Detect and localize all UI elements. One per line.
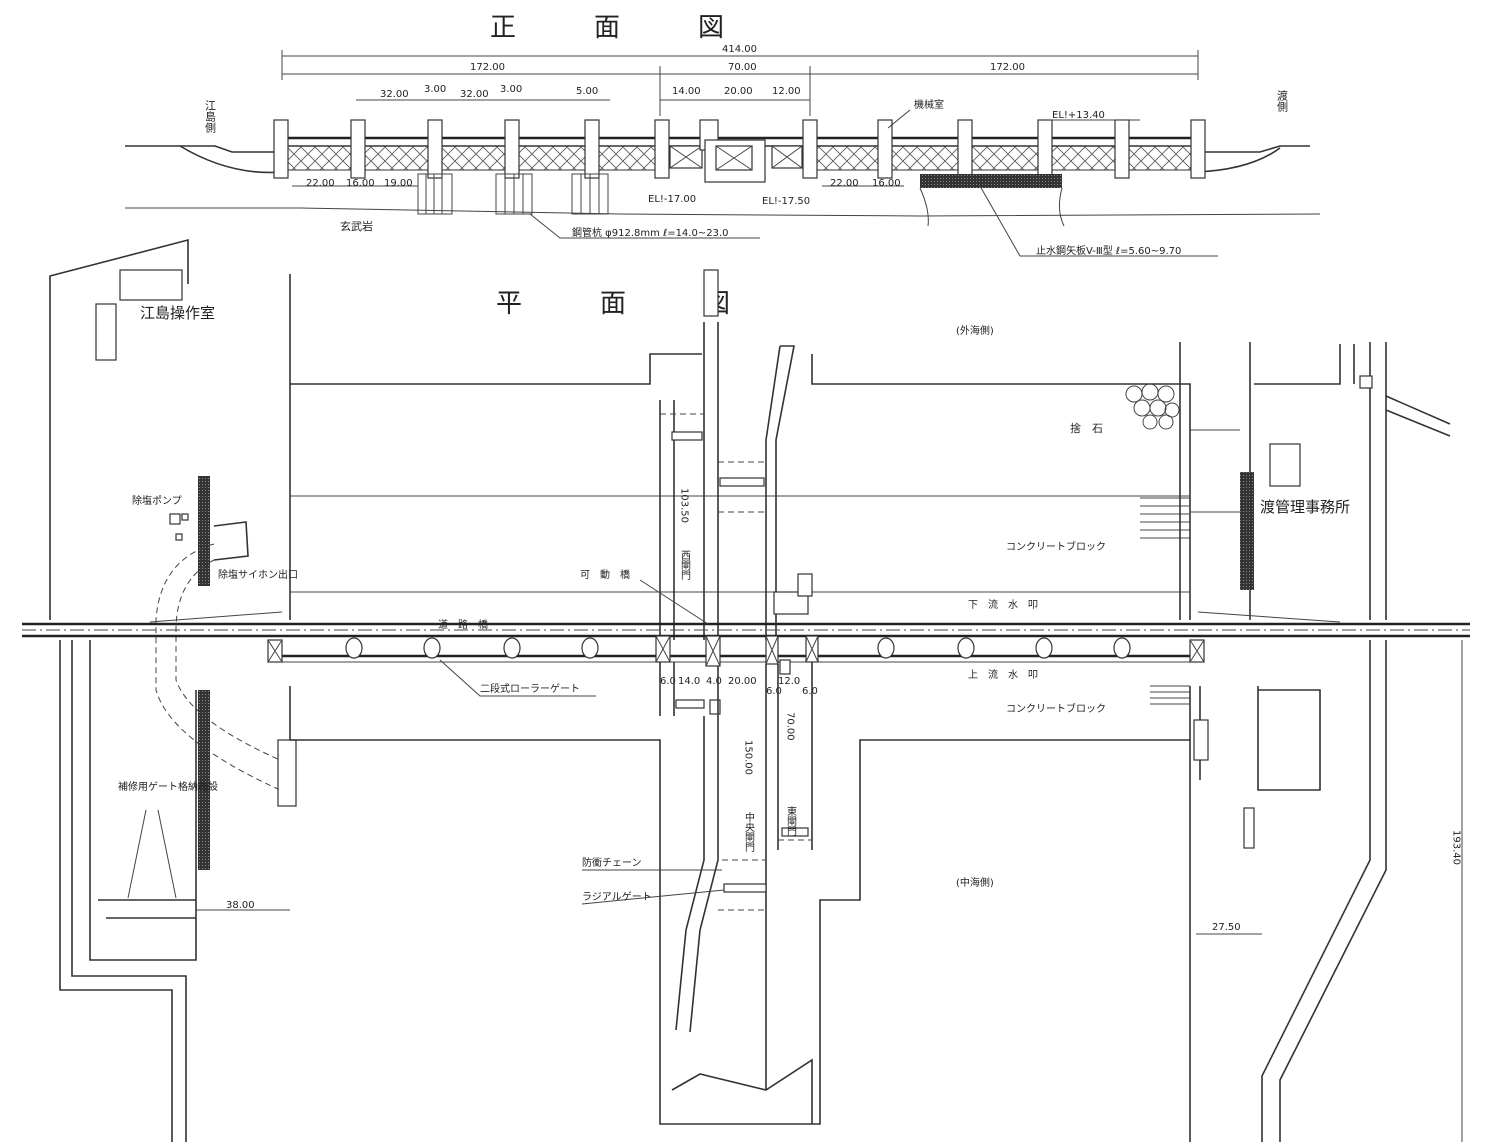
label-inner-sea: (中海側) — [956, 876, 994, 889]
dim-up-4: 3.00 — [500, 84, 522, 95]
label-concrete-block-bottom: コンクリートブロック — [1006, 702, 1106, 715]
label-rock: 玄武岩 — [340, 219, 373, 233]
label-central-lock: 中央閘門 — [743, 811, 755, 853]
label-office: 渡管理事務所 — [1260, 498, 1350, 516]
dim-up-2: 3.00 — [424, 84, 446, 95]
dim-span-right: 172.00 — [990, 62, 1025, 73]
dim-overall: 414.00 — [722, 44, 757, 55]
elevation-title: 正 面 図 — [490, 13, 750, 43]
dim-w7: 6.0 — [802, 686, 818, 697]
label-el-left: EL!-17.00 — [648, 194, 696, 205]
dim-low-5: 16.00 — [872, 178, 901, 189]
label-anti-collision: 防衝チェーン — [582, 856, 642, 869]
dim-w2: 14.0 — [678, 676, 700, 687]
dim-low-3: 19.00 — [384, 178, 413, 189]
label-west-lock-len: 103.50 — [679, 488, 690, 523]
label-right-side: 渡側 — [1276, 89, 1289, 112]
label-downstream: 下 流 水 叩 — [968, 598, 1038, 611]
label-ejima-room: 江島操作室 — [140, 304, 215, 322]
dim-span-mid: 70.00 — [728, 62, 757, 73]
dim-low-1: 22.00 — [306, 178, 335, 189]
label-el-mid: EL!-17.50 — [762, 196, 810, 207]
dim-left: 38.00 — [226, 900, 255, 911]
sheet-pile-band — [920, 174, 1062, 188]
plan-piers — [267, 635, 1205, 667]
label-el-top: EL!+13.40 — [1052, 110, 1105, 121]
left-revetment-top — [198, 476, 210, 586]
dim-span-left: 172.00 — [470, 62, 505, 73]
label-movable-bridge: 可 動 橋 — [580, 568, 630, 581]
label-east-lock: 東閘門 — [785, 805, 797, 837]
elevation-piers — [273, 119, 1206, 179]
dim-w6: 12.0 — [778, 676, 800, 687]
lock-width-dims: 6.0 14.0 4.0 20.00 6.0 12.0 6.0 — [660, 676, 818, 697]
steel-piles — [417, 173, 609, 215]
dim-up-5: 5.00 — [576, 86, 598, 97]
label-radial-gate: ラジアルゲート — [582, 891, 652, 903]
label-pump: 除塩ポンプ — [132, 494, 182, 507]
dim-up-3: 32.00 — [460, 89, 489, 100]
dim-right: 27.50 — [1212, 922, 1241, 933]
label-roller-gate: 二段式ローラーゲート — [480, 682, 580, 695]
label-central-lock-len: 150.00 — [743, 740, 754, 775]
label-west-lock: 西閘門 — [679, 550, 691, 581]
label-siphon: 除塩サイホン出口 — [218, 568, 298, 581]
label-sheet-pile-note: 止水鋼矢板V-Ⅲ型 ℓ=5.60~9.70 — [1036, 244, 1181, 257]
plan-title: 平 面 図 — [496, 289, 756, 319]
label-pile-note: 鋼管杭 φ912.8mm ℓ=14.0~23.0 — [572, 226, 728, 239]
label-concrete-block-top: コンクリートブロック — [1006, 540, 1106, 553]
label-left-side: 江島側 — [204, 100, 217, 133]
dim-w1: 6.0 — [660, 676, 676, 687]
dim-w4: 20.00 — [728, 676, 757, 687]
dim-w5: 6.0 — [766, 686, 782, 697]
label-road-bridge: 道 路 橋 — [438, 618, 488, 631]
label-upstream: 上 流 水 叩 — [968, 668, 1038, 681]
label-east-lock-len: 70.00 — [785, 712, 796, 741]
dim-low-2: 16.00 — [346, 178, 375, 189]
label-repair-gate: 補修用ゲート格納施設 — [118, 780, 218, 793]
dim-w3: 4.0 — [706, 676, 722, 687]
dim-up-6: 14.00 — [672, 86, 701, 97]
right-revetment — [1240, 472, 1254, 590]
dim-up-1: 32.00 — [380, 89, 409, 100]
label-outer-sea: (外海側) — [956, 324, 994, 337]
left-revetment-bottom — [198, 690, 210, 870]
dim-up-8: 12.00 — [772, 86, 801, 97]
dim-vertical: 193.40 — [1451, 830, 1462, 865]
dim-low-4: 22.00 — [830, 178, 859, 189]
dim-up-7: 20.00 — [724, 86, 753, 97]
label-machine-room: 機械室 — [914, 98, 944, 111]
label-riprap: 捨 石 — [1070, 421, 1103, 435]
riprap-stones — [1125, 383, 1180, 430]
